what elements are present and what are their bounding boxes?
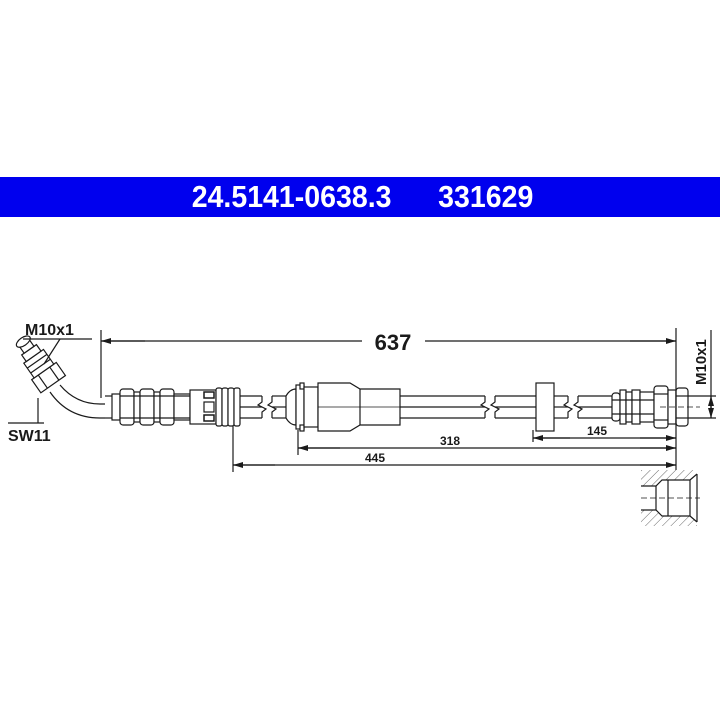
part-number: 24.5141-0638.3 [191, 179, 392, 214]
overall-length-label: 637 [375, 330, 412, 355]
right-thread-label: M10x1 [693, 339, 710, 385]
mounting-grommet [535, 382, 555, 432]
left-crimp-fitting [111, 387, 241, 427]
right-thread-dimension [688, 330, 716, 419]
middle-sleeve [285, 382, 401, 432]
dim-318-label: 318 [440, 434, 460, 448]
port-section-detail [641, 470, 700, 526]
dim-445-label: 445 [365, 451, 385, 465]
right-crimp-fitting [611, 385, 700, 429]
left-thread-label: M10x1 [25, 322, 74, 339]
dimension-637 [100, 328, 677, 470]
part-number-banner: 24.5141-0638.3 331629 [0, 177, 720, 217]
dimension-445 [232, 426, 676, 472]
dimension-318 [297, 430, 676, 455]
dim-145-label: 145 [587, 424, 607, 438]
left-angled-fitting [15, 335, 105, 419]
article-number: 331629 [438, 179, 534, 214]
dimension-145 [532, 430, 676, 442]
left-wrench-size-label: SW11 [8, 428, 51, 445]
